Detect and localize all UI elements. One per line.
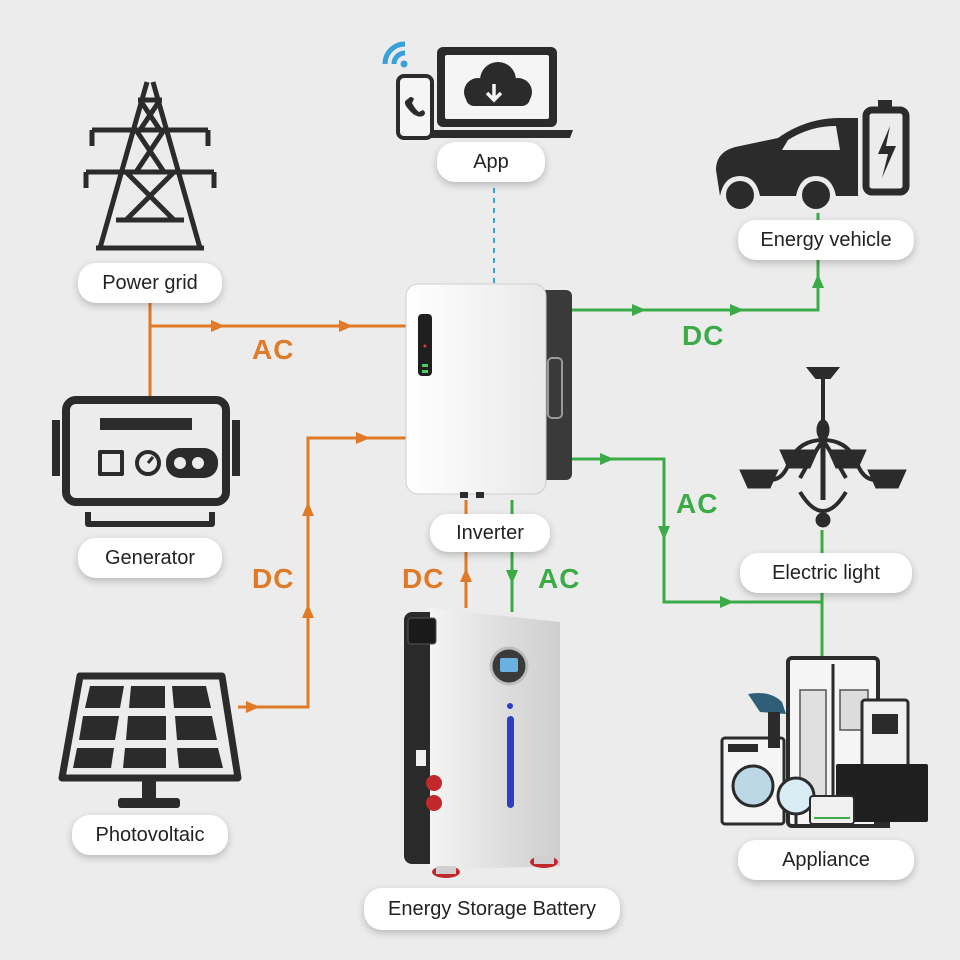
transmission-tower-icon [83,81,217,251]
grid-flow-label: AC [252,334,295,365]
arrow-pv-4 [356,432,370,444]
loads-flow-label: AC [676,488,719,519]
arrow-battery-dc [460,568,472,582]
arrow-loads-3 [720,596,734,608]
inverter-to-battery-flow-label: AC [538,563,581,594]
energy-vehicle-label: Energy vehicle [738,220,914,260]
battery-label: Energy Storage Battery [364,888,620,930]
inverter-label: Inverter [430,514,550,552]
arrow-inverter-ac [506,570,518,584]
solar-panel-icon [58,672,242,808]
arrow-loads-1 [600,453,614,465]
power-grid-label: Power grid [78,263,222,303]
flow-arrows [211,274,824,713]
arrow-pv-1 [246,701,260,713]
arrow-vehicle-3 [812,274,824,288]
battery-flow-label: DC [402,563,445,594]
arrow-loads-2 [658,526,670,540]
generator-icon [52,396,240,527]
electric-car-icon [716,100,910,213]
chandelier-icon [739,367,907,528]
home-appliances-icon [720,656,928,828]
grid-ac-line [148,300,408,400]
battery-cabinet-icon [404,608,560,878]
photovoltaic-label: Photovoltaic [72,815,228,855]
inverter-icon [405,283,572,498]
arrow-grid-2 [339,320,353,332]
pv-flow-label: DC [252,563,295,594]
arrow-vehicle-1 [632,304,646,316]
generator-label: Generator [78,538,222,578]
laptop-phone-cloud-icon [382,41,573,140]
arrow-pv-2 [302,604,314,618]
arrow-grid-1 [211,320,225,332]
arrow-pv-3 [302,502,314,516]
vehicle-flow-label: DC [682,320,725,351]
appliance-label: Appliance [738,840,914,880]
arrow-vehicle-2 [730,304,744,316]
electric-light-label: Electric light [740,553,912,593]
app-label: App [437,142,545,182]
